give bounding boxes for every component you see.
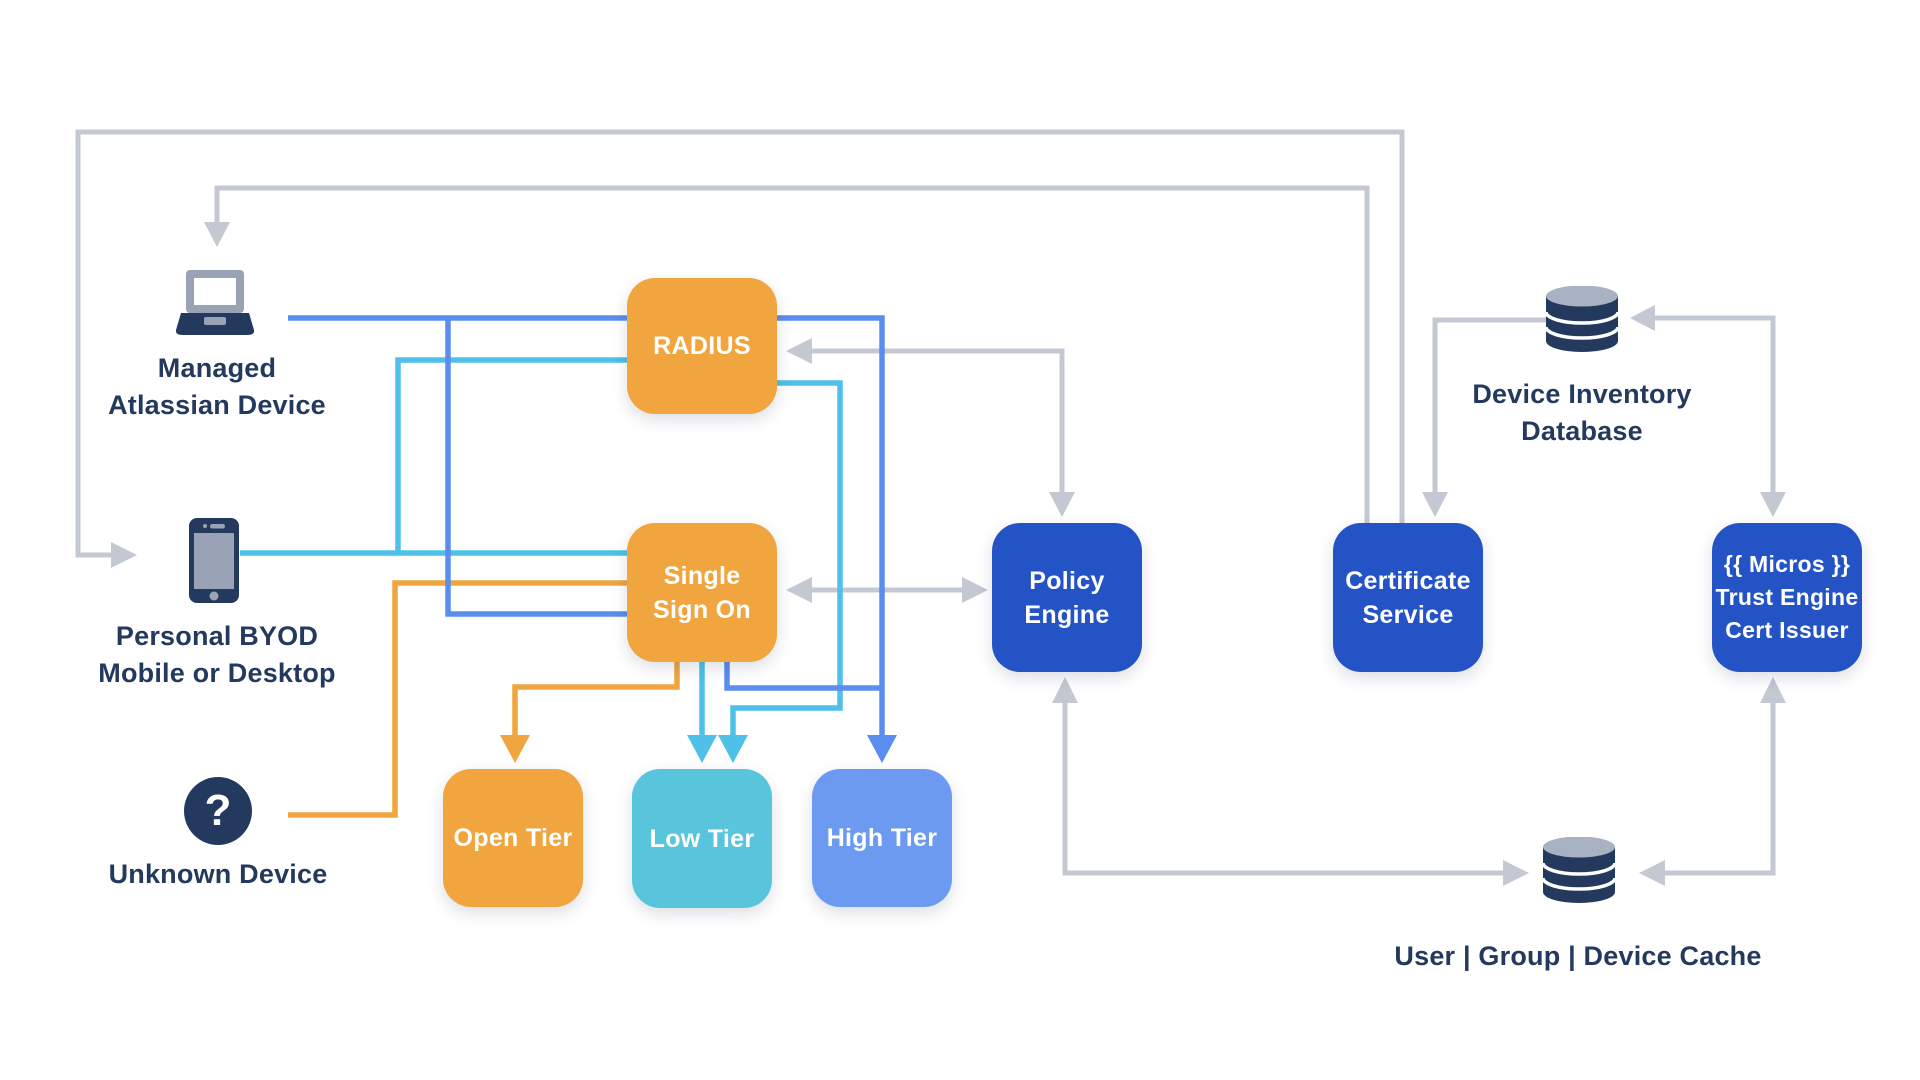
node-label-line2: Engine bbox=[1024, 600, 1110, 629]
edge-policy-cache bbox=[1052, 677, 1529, 886]
edge-sso-to-high-tier bbox=[724, 662, 882, 691]
arrowhead-left-icon bbox=[1630, 305, 1655, 331]
label-line2: Database bbox=[1521, 416, 1643, 446]
node-policy-engine: Policy Engine bbox=[992, 523, 1142, 672]
node-high-tier: High Tier bbox=[812, 769, 952, 907]
node-label: Low Tier bbox=[649, 824, 755, 853]
arrowhead-left-icon bbox=[786, 577, 812, 603]
label-line2: Mobile or Desktop bbox=[98, 658, 336, 688]
edge-byod-to-radius bbox=[395, 357, 627, 553]
edge-inventory-micros bbox=[1630, 305, 1786, 517]
node-certificate-service: Certificate Service bbox=[1333, 523, 1483, 672]
question-glyph: ? bbox=[204, 786, 232, 835]
node-label-line1: Certificate bbox=[1345, 566, 1471, 595]
node-label: Open Tier bbox=[453, 824, 573, 852]
question-mark-icon: ? bbox=[184, 777, 252, 845]
arrowhead-down-icon bbox=[718, 735, 748, 763]
node-radius: RADIUS bbox=[627, 278, 777, 414]
arrowhead-up-icon bbox=[1760, 677, 1786, 703]
node-low-tier: Low Tier bbox=[632, 769, 772, 908]
node-label: RADIUS bbox=[653, 332, 751, 360]
node-label: High Tier bbox=[826, 824, 938, 852]
node-label-line2: Trust Engine bbox=[1715, 584, 1859, 610]
arrowhead-down-icon bbox=[1422, 492, 1448, 517]
edge-managed-to-high-tier bbox=[288, 315, 897, 763]
node-label-line2: Service bbox=[1362, 600, 1454, 629]
node-label-line2: Sign On bbox=[653, 595, 751, 624]
edge-inventory-to-certificate bbox=[1422, 317, 1546, 517]
arrowhead-up-icon bbox=[1052, 677, 1078, 703]
arrowhead-down-icon bbox=[867, 735, 897, 763]
database-icon bbox=[1546, 286, 1618, 352]
node-label-line1: Single bbox=[663, 561, 741, 590]
label-line1: User | Group | Device Cache bbox=[1394, 941, 1762, 971]
arrowhead-down-icon bbox=[687, 735, 717, 763]
edge-unknown-to-sso bbox=[288, 580, 627, 818]
label-user-group-device-cache: User | Group | Device Cache bbox=[1394, 938, 1761, 975]
arrowhead-down-icon bbox=[1760, 492, 1786, 517]
edge-radius-to-low-tier bbox=[718, 380, 843, 763]
edge-radius-policy bbox=[786, 338, 1075, 517]
edge-managed-to-sso bbox=[445, 318, 627, 617]
edge-sso-to-open-tier bbox=[500, 662, 680, 763]
node-label-line3: Cert Issuer bbox=[1725, 617, 1849, 643]
arrowhead-down-icon bbox=[1049, 492, 1075, 517]
node-label-line1: {{ Micros }} bbox=[1723, 551, 1851, 577]
label-line2: Atlassian Device bbox=[108, 390, 326, 420]
label-line1: Managed bbox=[157, 353, 277, 383]
edge-certificate-to-managed bbox=[204, 185, 1370, 523]
label-managed-atlassian-device: Managed Atlassian Device bbox=[108, 350, 326, 424]
node-open-tier: Open Tier bbox=[443, 769, 583, 907]
label-line1: Device Inventory bbox=[1472, 379, 1692, 409]
node-single-sign-on: Single Sign On bbox=[627, 523, 777, 662]
edge-certificate-to-byod bbox=[75, 129, 1405, 568]
label-personal-byod: Personal BYOD Mobile or Desktop bbox=[98, 618, 335, 692]
arrowhead-left-icon bbox=[786, 338, 812, 364]
node-micros-trust-engine: {{ Micros }} Trust Engine Cert Issuer bbox=[1712, 523, 1862, 672]
arrowhead-right-icon bbox=[1503, 860, 1529, 886]
edge-sso-policy bbox=[786, 577, 988, 603]
label-unknown-device: Unknown Device bbox=[109, 856, 328, 893]
smartphone-icon bbox=[189, 518, 239, 603]
node-label-line1: Policy bbox=[1029, 566, 1105, 595]
arrowhead-left-icon bbox=[1639, 860, 1665, 886]
arrowhead-down-icon bbox=[204, 222, 230, 247]
label-line1: Personal BYOD bbox=[115, 621, 319, 651]
laptop-icon bbox=[175, 270, 255, 335]
label-line1: Unknown Device bbox=[108, 859, 328, 889]
arrowhead-right-icon bbox=[962, 577, 988, 603]
edge-sso-to-low-tier bbox=[687, 662, 717, 763]
label-device-inventory-database: Device Inventory Database bbox=[1472, 376, 1691, 450]
arrowhead-down-icon bbox=[500, 735, 530, 763]
database-icon bbox=[1543, 837, 1615, 903]
arrowhead-right-icon bbox=[111, 542, 137, 568]
edge-micros-cache bbox=[1639, 677, 1786, 886]
